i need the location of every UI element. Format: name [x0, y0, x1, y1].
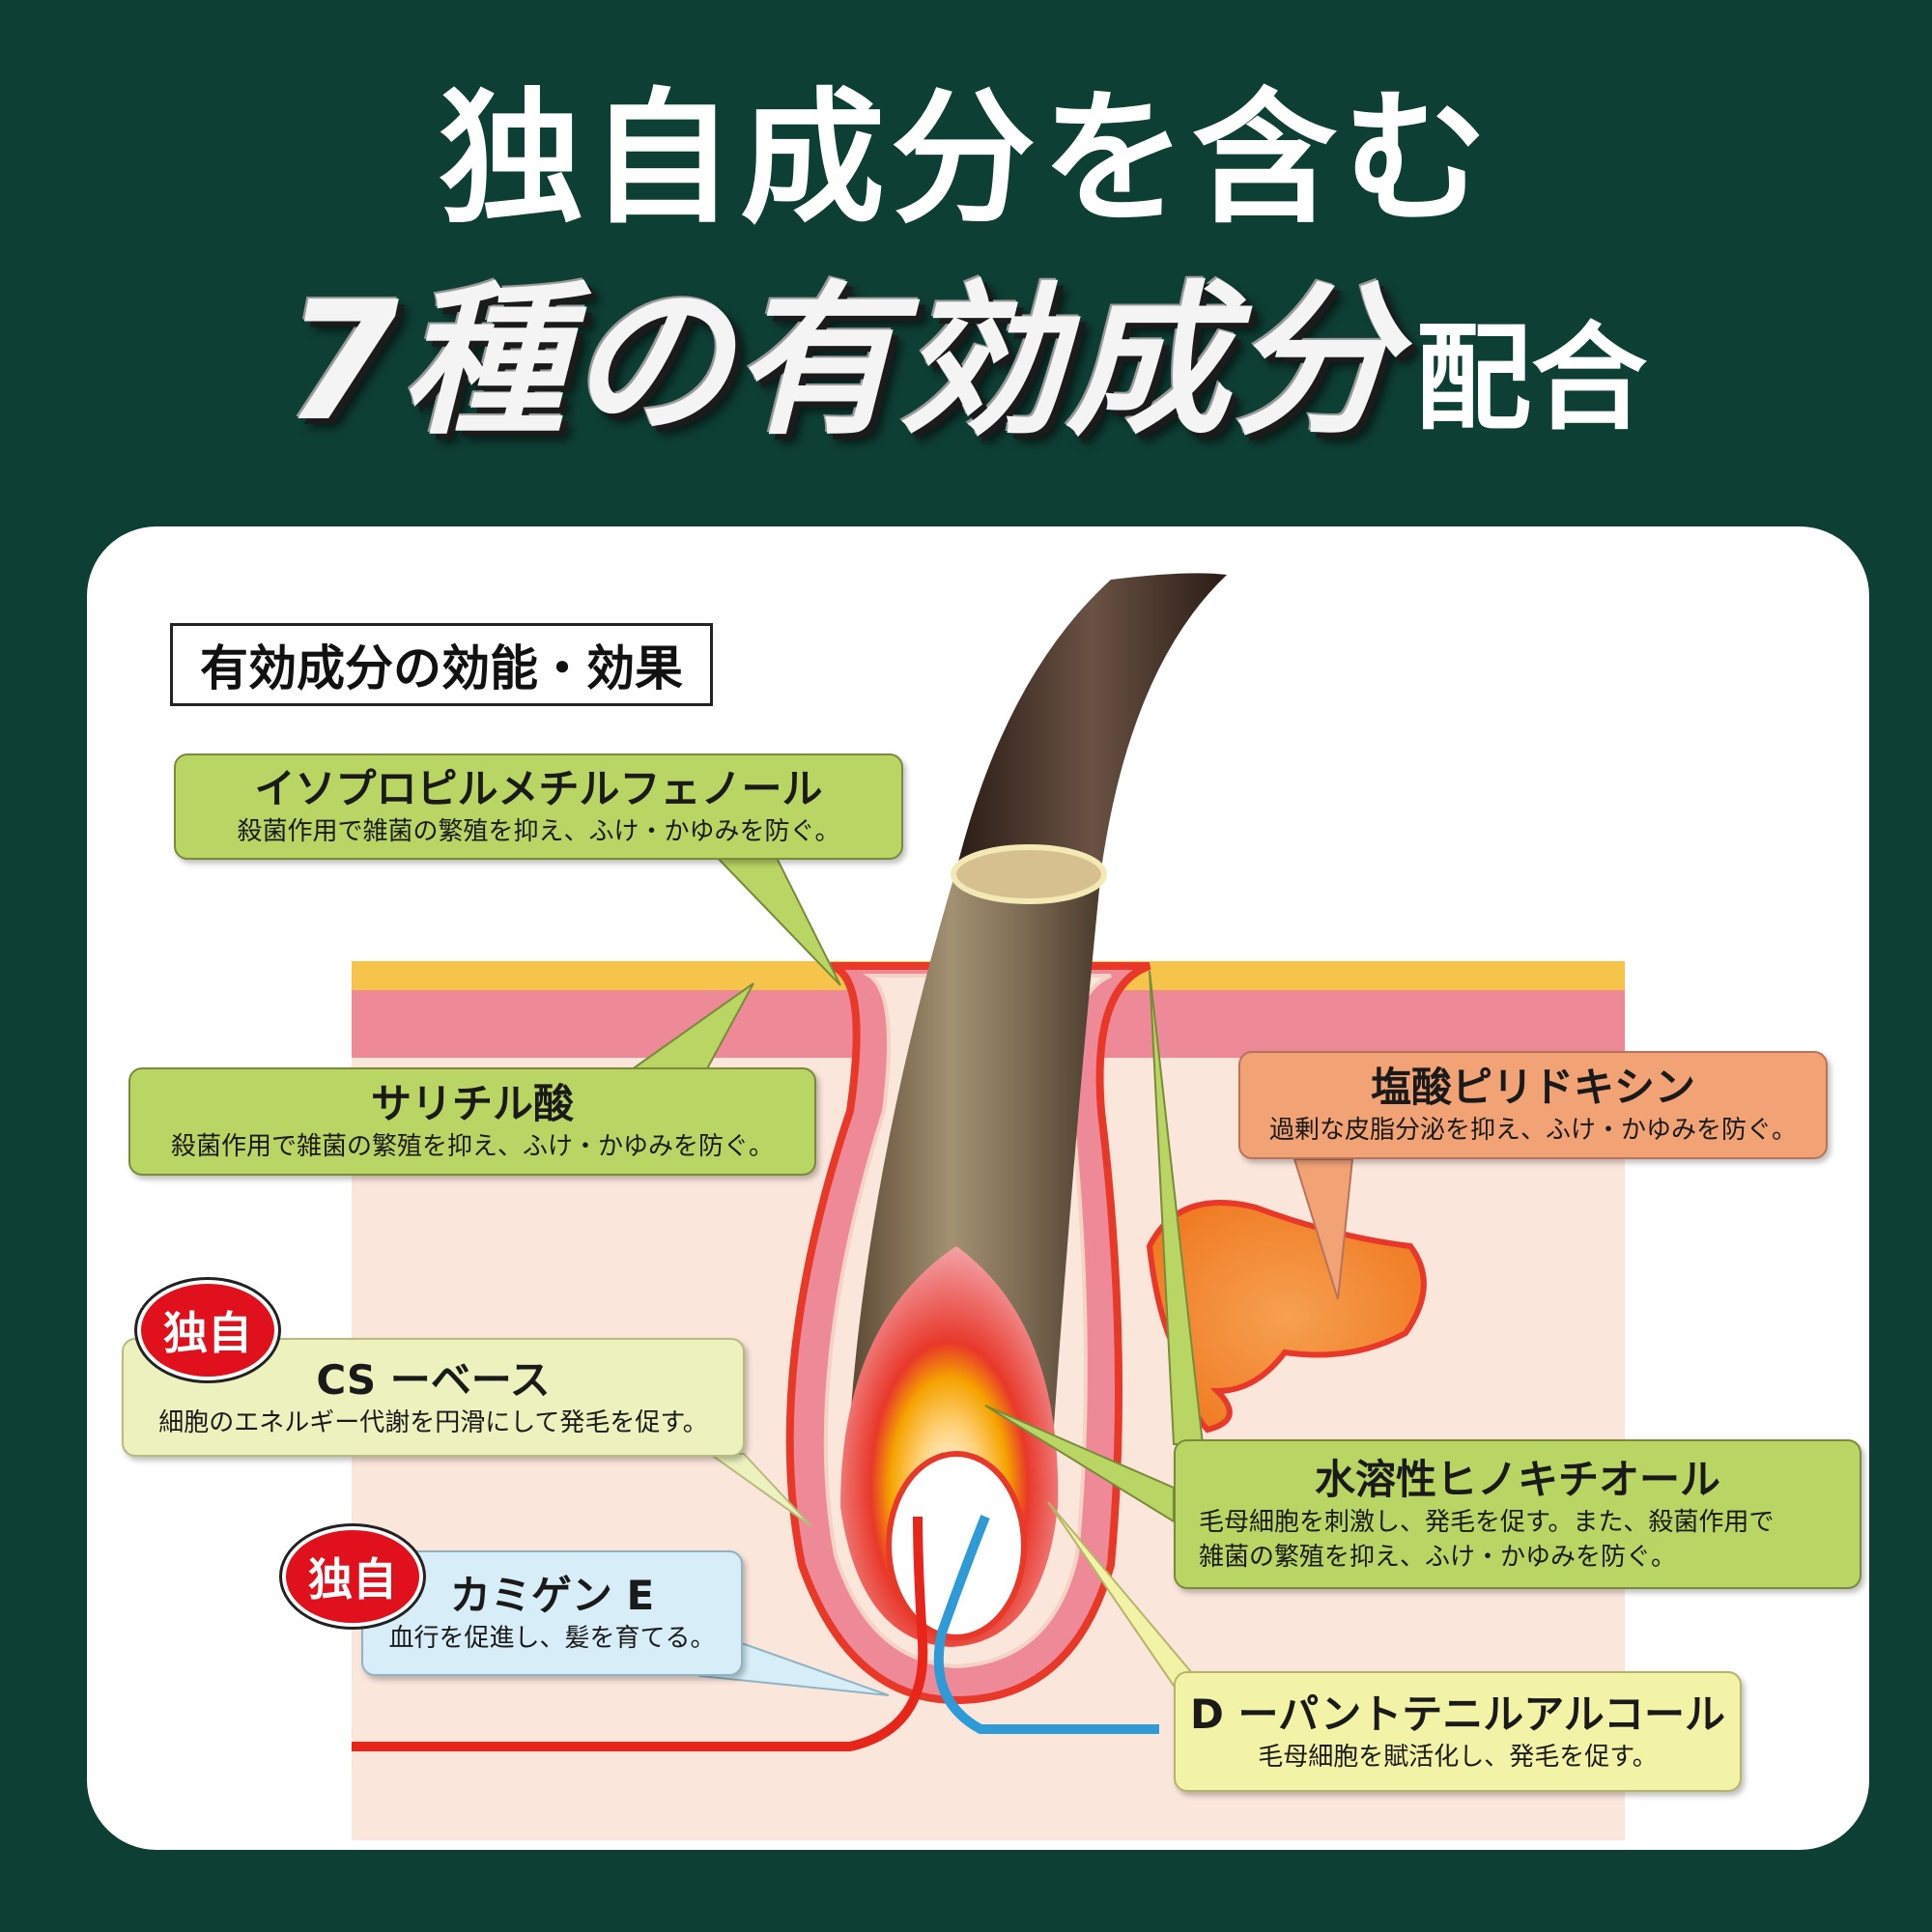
ingredient-name: イソプロピルメチルフェノール — [254, 765, 823, 812]
ingredient-description: 血行を促進し、髪を育てる。 — [388, 1624, 716, 1653]
headline-line1: 独自成分を含む — [438, 75, 1493, 243]
section-label: 有効成分の効能・効果 — [170, 623, 713, 706]
ingredient-description-line2: 雑菌の繁殖を抑え、ふけ・かゆみを防ぐ。 — [1199, 1542, 1677, 1572]
ingredient-description: 殺菌作用で雑菌の繁殖を抑え、ふけ・かゆみを防ぐ。 — [237, 817, 840, 846]
headline-emphasis: 7種の有効成分 — [284, 267, 1399, 458]
original-ingredient-badge: 独自 — [282, 1526, 423, 1627]
ingredient-salicylic-acid: サリチル酸 殺菌作用で雑菌の繁殖を抑え、ふけ・かゆみを防ぐ。 — [128, 1067, 816, 1176]
ingredient-hinokitiol: 水溶性ヒノキチオール 毛母細胞を刺激し、発毛を促す。また、殺菌作用で 雑菌の繁殖… — [1174, 1439, 1861, 1589]
ingredient-description: 過剰な皮脂分泌を抑え、ふけ・かゆみを防ぐ。 — [1268, 1116, 1797, 1145]
ingredient-description: 細胞のエネルギー代謝を円滑にして発毛を促す。 — [158, 1407, 708, 1437]
headline-suffix: 配合 — [1415, 312, 1648, 446]
ingredient-name: カミゲン E — [449, 1572, 655, 1619]
ingredient-description: 毛母細胞を賦活化し、発毛を促す。 — [1258, 1742, 1658, 1772]
ingredient-name: D ーパントテニルアルコール — [1190, 1690, 1725, 1738]
artery-icon — [352, 1516, 928, 1751]
ingredient-d-panthenol: D ーパントテニルアルコール 毛母細胞を賦活化し、発毛を促す。 — [1174, 1671, 1742, 1792]
ingredient-description: 殺菌作用で雑菌の繁殖を抑え、ふけ・かゆみを防ぐ。 — [170, 1132, 774, 1161]
ingredient-name: 塩酸ピリドキシン — [1370, 1064, 1695, 1111]
ingredient-pyridoxine-hcl: 塩酸ピリドキシン 過剰な皮脂分泌を抑え、ふけ・かゆみを防ぐ。 — [1238, 1051, 1828, 1159]
ingredient-kamigen-e: カミゲン E 血行を促進し、髪を育てる。 — [361, 1550, 743, 1676]
vein-icon — [933, 1515, 1159, 1734]
headline-line2: 7種の有効成分配合 — [0, 266, 1932, 510]
ingredient-name: 水溶性ヒノキチオール — [1314, 1455, 1720, 1503]
ingredient-description-line1: 毛母細胞を刺激し、発毛を促す。また、殺菌作用で — [1199, 1507, 1775, 1537]
original-ingredient-badge: 独自 — [137, 1280, 278, 1380]
ingredient-name: サリチル酸 — [370, 1080, 574, 1127]
ingredient-name: CS ーベース — [316, 1355, 551, 1404]
ingredient-isopropylmethylphenol: イソプロピルメチルフェノール 殺菌作用で雑菌の繁殖を抑え、ふけ・かゆみを防ぐ。 — [174, 753, 903, 860]
